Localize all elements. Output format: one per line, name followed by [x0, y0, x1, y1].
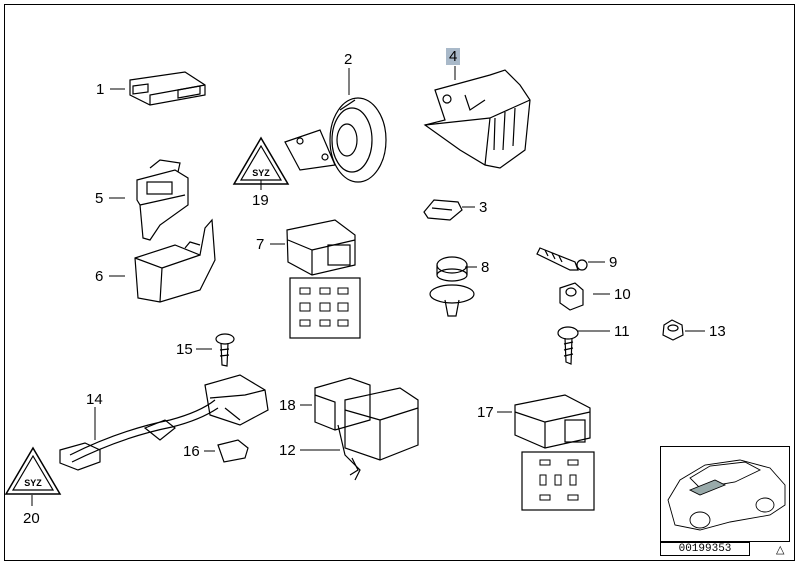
vehicle-thumbnail-frame [660, 446, 790, 542]
part-2-horn [284, 97, 387, 183]
part-10-nut [559, 282, 584, 311]
part-14-harness [59, 374, 269, 471]
part-17-relay [514, 394, 595, 511]
callout-4[interactable]: 4 [446, 48, 461, 65]
part-3-clip [423, 199, 463, 221]
callout-15[interactable]: 15 [176, 341, 193, 358]
print-icon[interactable]: △ [776, 544, 785, 556]
part-16-block [217, 439, 249, 463]
diagram-frame [4, 4, 795, 561]
vehicle-thumbnail [667, 459, 786, 531]
part-5-relay [136, 159, 189, 241]
callout-12[interactable]: 12 [279, 442, 296, 459]
callout-10[interactable]: 10 [614, 286, 631, 303]
part-9-screw [536, 247, 588, 271]
part-1-connector [129, 71, 206, 106]
part-19-warning-label: SYZ [232, 136, 290, 185]
part-12-relay [337, 387, 419, 481]
callout-1[interactable]: 1 [96, 81, 105, 98]
part-11-screw [557, 326, 579, 365]
relay-17-pins [539, 459, 579, 501]
callout-5[interactable]: 5 [95, 190, 104, 207]
callout-17[interactable]: 17 [477, 404, 494, 421]
callout-13[interactable]: 13 [709, 323, 726, 340]
callout-18[interactable]: 18 [279, 397, 296, 414]
callout-2[interactable]: 2 [344, 51, 353, 68]
part-20-warning-label: SYZ [4, 446, 62, 495]
svg-text:SYZ: SYZ [24, 478, 42, 488]
callout-9[interactable]: 9 [609, 254, 618, 271]
callout-3[interactable]: 3 [479, 199, 488, 216]
callout-6[interactable]: 6 [95, 268, 104, 285]
callout-11[interactable]: 11 [614, 323, 630, 340]
callout-20[interactable]: 20 [23, 510, 40, 527]
callout-19[interactable]: 19 [252, 192, 269, 209]
part-4-bracket [423, 69, 531, 169]
callout-8[interactable]: 8 [481, 259, 490, 276]
part-18-relay [314, 377, 371, 431]
part-13-nut [662, 319, 684, 341]
relay-7-pins [299, 287, 349, 327]
callout-14[interactable]: 14 [86, 391, 103, 408]
svg-text:SYZ: SYZ [252, 168, 270, 178]
part-8-plug [429, 256, 475, 317]
callout-16[interactable]: 16 [183, 443, 200, 460]
leader-lines [31, 66, 705, 506]
callout-7[interactable]: 7 [256, 236, 265, 253]
part-6-cover [134, 218, 216, 303]
diagram-number: 00199353 [660, 542, 750, 556]
part-7-relay [286, 219, 361, 339]
part-15-screw [215, 333, 235, 367]
